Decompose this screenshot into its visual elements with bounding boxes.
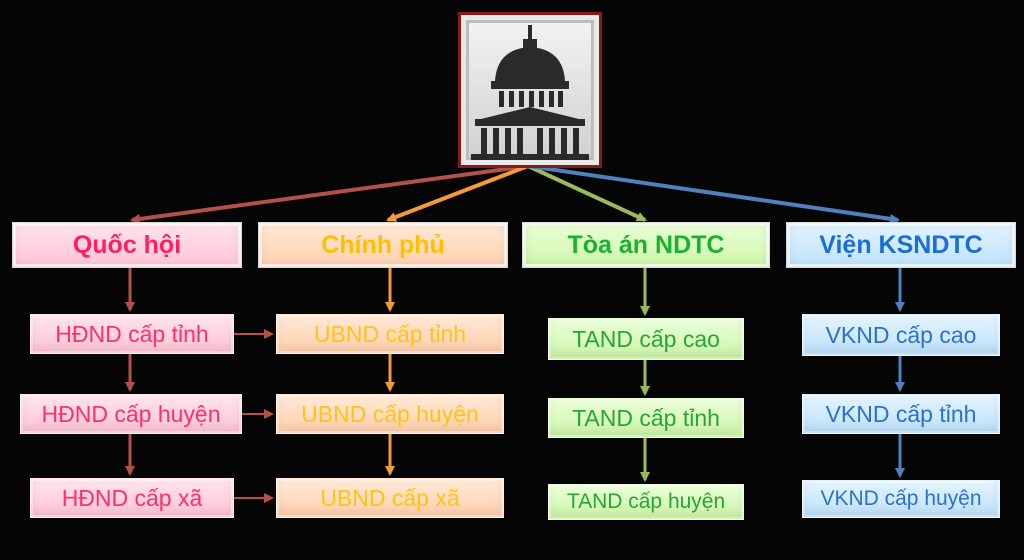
node-label: VKND cấp cao	[825, 321, 977, 348]
node-quoc-hoi: Quốc hội	[12, 222, 242, 268]
node-label: HĐND cấp tỉnh	[55, 320, 209, 347]
node-hdnd-cap-tinh: HĐND cấp tỉnh	[30, 314, 234, 354]
node-tand-cap-tinh: TAND cấp tỉnh	[548, 398, 744, 438]
node-label: HĐND cấp xã	[61, 484, 203, 511]
node-label: HĐND cấp huyện	[41, 400, 221, 427]
edge-root-to-quoc-hoi	[130, 164, 529, 224]
node-vien-ksndtc: Viện KSNDTC	[786, 222, 1016, 268]
node-chinh-phu: Chính phủ	[258, 222, 508, 268]
node-label: Quốc hội	[72, 230, 182, 259]
node-vknd-cap-huyen: VKND cấp huyện	[802, 480, 1000, 518]
node-tand-cap-cao: TAND cấp cao	[548, 318, 744, 360]
node-ubnd-cap-huyen: UBND cấp huyện	[276, 394, 504, 434]
root-node	[458, 12, 602, 168]
node-hdnd-cap-xa: HĐND cấp xã	[30, 478, 234, 518]
edge-root-to-chinh-phu	[386, 164, 529, 222]
node-label: UBND cấp xã	[320, 484, 460, 511]
edge-root-to-toa-an	[527, 164, 647, 222]
node-label: Chính phủ	[321, 230, 445, 259]
node-label: VKND cấp huyện	[820, 487, 982, 510]
node-label: VKND cấp tỉnh	[825, 400, 977, 427]
node-hdnd-cap-huyen: HĐND cấp huyện	[20, 394, 242, 434]
node-label: Tòa án NDTC	[567, 230, 725, 259]
capitol-building-icon	[471, 25, 589, 160]
node-vknd-cap-cao: VKND cấp cao	[802, 314, 1000, 356]
node-ubnd-cap-xa: UBND cấp xã	[276, 478, 504, 518]
node-label: TAND cấp cao	[572, 325, 720, 352]
node-label: TAND cấp tỉnh	[572, 404, 720, 431]
node-toa-an-ndtc: Tòa án NDTC	[522, 222, 770, 268]
node-label: Viện KSNDTC	[819, 230, 983, 259]
node-label: UBND cấp tỉnh	[313, 320, 467, 347]
node-ubnd-cap-tinh: UBND cấp tỉnh	[276, 314, 504, 354]
edge-root-to-vien-ks	[527, 164, 900, 224]
node-tand-cap-huyen: TAND cấp huyện	[548, 484, 744, 520]
node-label: TAND cấp huyện	[566, 490, 726, 513]
node-vknd-cap-tinh: VKND cấp tỉnh	[802, 394, 1000, 434]
node-label: UBND cấp huyện	[301, 400, 479, 427]
